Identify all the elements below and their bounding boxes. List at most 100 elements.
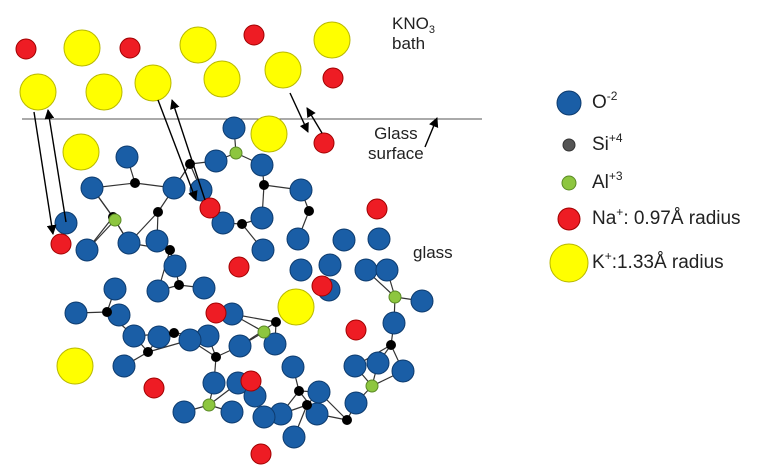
oxygen-atom <box>382 311 406 335</box>
silicon-atom <box>211 352 221 362</box>
legend-label-aluminum: Al+3 <box>592 169 623 193</box>
aluminum-atom <box>365 379 379 393</box>
oxygen-atom <box>107 303 131 327</box>
oxygen-atom <box>289 178 313 202</box>
exchange-arrow <box>289 92 309 133</box>
oxygen-atom <box>220 400 244 424</box>
oxygen-atom <box>367 227 391 251</box>
exchange-arrow <box>170 99 206 201</box>
sodium-ion <box>250 443 272 465</box>
sodium-ion <box>119 37 141 59</box>
potassium-ion <box>19 73 57 111</box>
oxygen-atom <box>145 229 169 253</box>
oxygen-atom <box>410 289 434 313</box>
glass-label: glass <box>413 243 453 262</box>
exchange-arrow <box>424 117 439 148</box>
aluminum-atom <box>202 398 216 412</box>
bath-label-formula: KNO3 <box>392 14 435 36</box>
aluminum-atom <box>388 290 402 304</box>
oxygen-atom <box>115 145 139 169</box>
oxygen-atom <box>307 380 331 404</box>
silicon-atom <box>174 280 184 290</box>
silicon-atom <box>271 317 281 327</box>
potassium-ion <box>203 60 241 98</box>
legend-item-aluminum: Al+3 <box>548 168 778 204</box>
potassium-marker-icon <box>549 243 589 283</box>
oxygen-atom <box>252 405 276 429</box>
silicon-marker-icon <box>562 138 576 152</box>
surface-label: Glass surface <box>368 124 424 164</box>
sodium-ion <box>199 197 221 219</box>
sodium-ion <box>240 370 262 392</box>
bath-label-word: bath <box>392 34 426 53</box>
atoms-layer <box>15 21 434 465</box>
oxygen-atom <box>163 254 187 278</box>
silicon-atom <box>169 328 179 338</box>
oxygen-atom <box>75 238 99 262</box>
surface-label-line1: Glass <box>374 124 418 143</box>
potassium-ion <box>179 26 217 64</box>
aluminum-marker-icon <box>561 175 577 191</box>
oxygen-atom <box>192 276 216 300</box>
oxygen-atom <box>204 149 228 173</box>
oxygen-atom <box>80 176 104 200</box>
sodium-ion <box>311 275 333 297</box>
sodium-marker-icon <box>557 207 581 231</box>
silicon-atom <box>102 307 112 317</box>
potassium-ion <box>250 115 288 153</box>
potassium-ion <box>264 51 302 89</box>
aluminum-atom <box>229 146 243 160</box>
legend-label-potassium: K+:1.33Å radius <box>592 249 724 273</box>
silicon-atom <box>259 180 269 190</box>
silicon-atom <box>302 400 312 410</box>
sodium-ion <box>205 302 227 324</box>
oxygen-atom <box>103 277 127 301</box>
bath-label: KNO3 bath <box>392 14 435 54</box>
legend-item-oxygen: O-2 <box>548 88 778 124</box>
potassium-ion <box>313 21 351 59</box>
oxygen-atom <box>172 400 196 424</box>
sodium-ion <box>143 377 165 399</box>
sodium-ion <box>15 38 37 60</box>
potassium-ion <box>85 73 123 111</box>
oxygen-atom <box>112 354 136 378</box>
oxygen-atom <box>282 425 306 449</box>
oxygen-atom <box>366 351 390 375</box>
legend-item-sodium: Na+: 0.97Å radius <box>548 204 778 240</box>
potassium-ion <box>56 347 94 385</box>
oxygen-atom <box>222 116 246 140</box>
exchange-arrow <box>157 99 198 201</box>
oxygen-atom <box>354 258 378 282</box>
oxygen-atom <box>202 371 226 395</box>
sodium-ion <box>243 24 265 46</box>
silicon-atom <box>386 340 396 350</box>
sodium-ion <box>228 256 250 278</box>
oxygen-atom <box>318 253 342 277</box>
aluminum-atom <box>257 325 271 339</box>
potassium-ion <box>62 133 100 171</box>
exchange-arrows <box>33 92 439 235</box>
silicon-atom <box>143 347 153 357</box>
surface-label-line2: surface <box>368 144 424 163</box>
silicon-atom <box>165 245 175 255</box>
potassium-ion <box>63 29 101 67</box>
oxygen-atom <box>64 301 88 325</box>
sodium-ion <box>313 132 335 154</box>
silicon-atom <box>130 178 140 188</box>
oxygen-atom <box>391 359 415 383</box>
sodium-ion <box>345 319 367 341</box>
potassium-ion <box>134 64 172 102</box>
oxygen-atom <box>250 206 274 230</box>
sodium-ion <box>50 233 72 255</box>
silicon-atom <box>237 219 247 229</box>
oxygen-atom <box>375 258 399 282</box>
legend-item-potassium: K+:1.33Å radius <box>548 242 778 286</box>
silicon-atom <box>294 386 304 396</box>
sodium-ion <box>366 198 388 220</box>
exchange-arrow <box>33 111 57 235</box>
oxygen-atom <box>228 334 252 358</box>
silicon-atom <box>153 207 163 217</box>
silicon-atom <box>304 206 314 216</box>
oxygen-atom <box>211 211 235 235</box>
